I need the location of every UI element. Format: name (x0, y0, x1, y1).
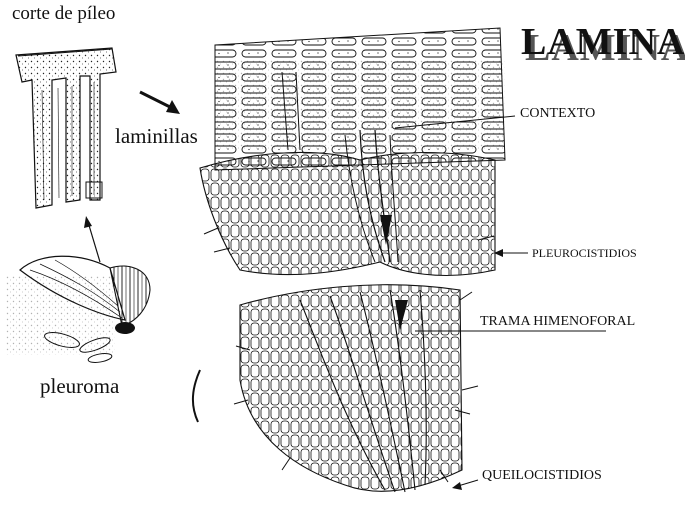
leader-queilocistidios (452, 480, 478, 490)
lower-lamina-block (234, 285, 478, 492)
curved-mark (193, 370, 200, 422)
label-queilocistidios: QUEILOCISTIDIOS (482, 468, 602, 484)
label-pleurocistidios: PLEUROCISTIDIOS (532, 246, 637, 261)
pileus-section-illustration (16, 48, 116, 208)
upper-lamina-block (200, 28, 505, 275)
diagram-title: LAMINA (521, 20, 685, 64)
arrow-up-to-section (84, 216, 100, 262)
leader-pleurocistidios (494, 249, 528, 257)
arrow-to-detail (140, 92, 180, 114)
pleuroma-illustration (5, 256, 150, 364)
label-corte-pileo: corte de píleo (12, 3, 115, 25)
label-laminillas: laminillas (115, 124, 198, 149)
label-pleuroma: pleuroma (40, 374, 119, 399)
label-contexto: CONTEXTO (520, 106, 595, 122)
label-trama-himenoforal: TRAMA HIMENOFORAL (480, 314, 635, 330)
